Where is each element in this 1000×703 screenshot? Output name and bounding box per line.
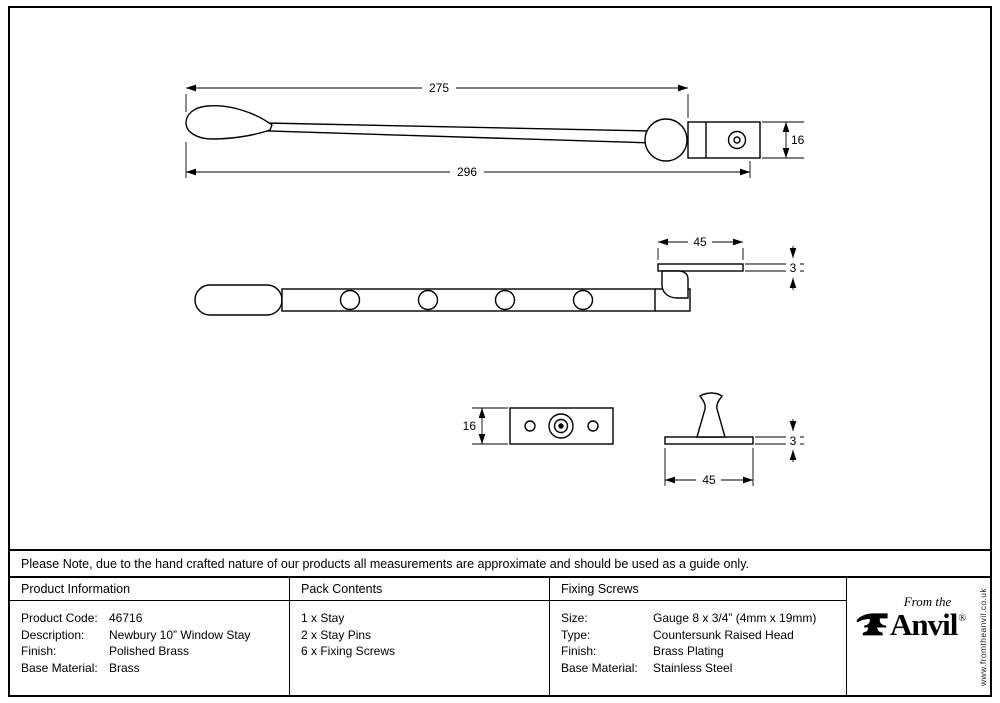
field-value: Countersunk Raised Head [653, 627, 794, 642]
stay-hole [417, 289, 439, 311]
list-item: 6 x Fixing Screws [301, 644, 396, 658]
table-row: Base Material: Brass [21, 660, 278, 677]
field-value: Newbury 10” Window Stay [109, 627, 251, 642]
table-row: Finish: Polished Brass [21, 643, 278, 660]
product-information-column: Product Information Product Code: 46716 … [10, 578, 290, 695]
website-url: www.fromtheanvil.co.uk [978, 587, 988, 686]
field-label: Base Material: [561, 660, 638, 675]
registered-mark: ® [958, 613, 966, 624]
stay-hole [494, 289, 516, 311]
dim-296: 296 [185, 142, 751, 179]
dim-16-bracket-label: 16 [791, 133, 805, 147]
logo-brand-name: Anvil [890, 607, 958, 642]
field-value: Brass Plating [653, 644, 724, 658]
note-text: Please Note, due to the hand crafted nat… [21, 556, 750, 571]
pin-base-plate [664, 436, 754, 445]
field-label: Product Code: [21, 611, 98, 625]
stay-bracket [687, 121, 761, 159]
dim-16-bracket: 16 [762, 121, 805, 159]
fixing-screws-column: Fixing Screws Size: Gauge 8 x 3/4” (4mm … [550, 578, 847, 695]
dim-45-plate-label: 45 [693, 235, 707, 249]
dim-296-label: 296 [457, 165, 477, 179]
table-row: Finish: Brass Plating [561, 643, 835, 660]
dim-45-pin: 45 [664, 448, 754, 487]
field-label: Description: [21, 627, 85, 642]
pin-boss-center [558, 423, 564, 429]
logo-tagline: From the [903, 594, 952, 609]
pivot-knuckle [661, 270, 689, 299]
stay-hole [572, 289, 594, 311]
anvil-logo: From the Anvil ® [851, 594, 970, 640]
fixing-screws-header: Fixing Screws [550, 578, 846, 601]
spec-table: Product Information Product Code: 46716 … [10, 578, 990, 695]
list-item: 1 x Stay [301, 611, 345, 625]
table-row: Product Code: 46716 [21, 610, 278, 627]
field-label: Finish: [561, 644, 597, 658]
technical-drawings: 275 296 16 [10, 8, 990, 549]
dim-3-plate-label: 3 [790, 261, 797, 275]
dim-3-plate: 3 [745, 246, 804, 290]
plate-screw-hole [524, 420, 536, 432]
pivot-plate [657, 263, 744, 272]
dim-275: 275 [185, 80, 689, 118]
dim-45-pin-label: 45 [702, 473, 716, 487]
field-label: Size: [561, 611, 588, 625]
anvil-icon [856, 613, 888, 636]
field-label: Base Material: [21, 660, 98, 675]
product-information-header: Product Information [10, 578, 289, 601]
dim-45-plate: 45 [657, 234, 744, 260]
logo-wordmark: Anvil ® [851, 609, 970, 640]
pin-plate-front-view [509, 407, 614, 445]
stay-side-view [185, 105, 761, 162]
pack-contents-header: Pack Contents [290, 578, 549, 601]
field-value: Gauge 8 x 3/4” (4mm x 19mm) [653, 611, 817, 625]
stay-plan-view [194, 263, 744, 316]
dim-16-plate: 16 [463, 407, 508, 445]
table-row: Description: Newbury 10” Window Stay [21, 627, 278, 644]
dim-3-pin: 3 [755, 419, 804, 462]
field-value: Stainless Steel [653, 660, 733, 675]
stay-arm [265, 122, 654, 144]
plan-handle [194, 284, 283, 316]
dim-3-pin-label: 3 [790, 434, 797, 448]
pack-contents-column: Pack Contents 1 x Stay 2 x Stay Pins 6 x… [290, 578, 550, 695]
list-item: 2 x Stay Pins [301, 627, 372, 642]
field-label: Type: [561, 627, 591, 642]
dim-275-label: 275 [429, 81, 449, 95]
stay-pivot-lobe [644, 118, 688, 162]
table-row: Type: Countersunk Raised Head [561, 627, 835, 644]
stay-hole [339, 289, 361, 311]
pin-side-view [664, 392, 754, 445]
pack-contents-body: 1 x Stay 2 x Stay Pins 6 x Fixing Screws [290, 601, 549, 660]
field-value: Polished Brass [109, 644, 190, 658]
dim-16-plate-label: 16 [463, 419, 477, 433]
drawings-svg: 275 296 16 [185, 80, 805, 487]
field-value: 46716 [109, 611, 143, 625]
field-value: Brass [109, 660, 140, 675]
spec-sheet-page: 275 296 16 [8, 6, 992, 697]
field-label: Finish: [21, 644, 57, 658]
note-strip: Please Note, due to the hand crafted nat… [10, 549, 990, 578]
bracket-screw-inner [733, 136, 741, 144]
stay-handle [185, 105, 273, 140]
product-information-body: Product Code: 46716 Description: Newbury… [10, 601, 289, 676]
table-row: Size: Gauge 8 x 3/4” (4mm x 19mm) [561, 610, 835, 627]
table-row: Base Material: Stainless Steel [561, 660, 835, 677]
pin-cone [696, 392, 726, 438]
fixing-screws-body: Size: Gauge 8 x 3/4” (4mm x 19mm) Type: … [550, 601, 846, 676]
plate-screw-hole [587, 420, 599, 432]
brand-cell: From the Anvil ® www.fromtheanvil.co.uk [847, 578, 990, 695]
